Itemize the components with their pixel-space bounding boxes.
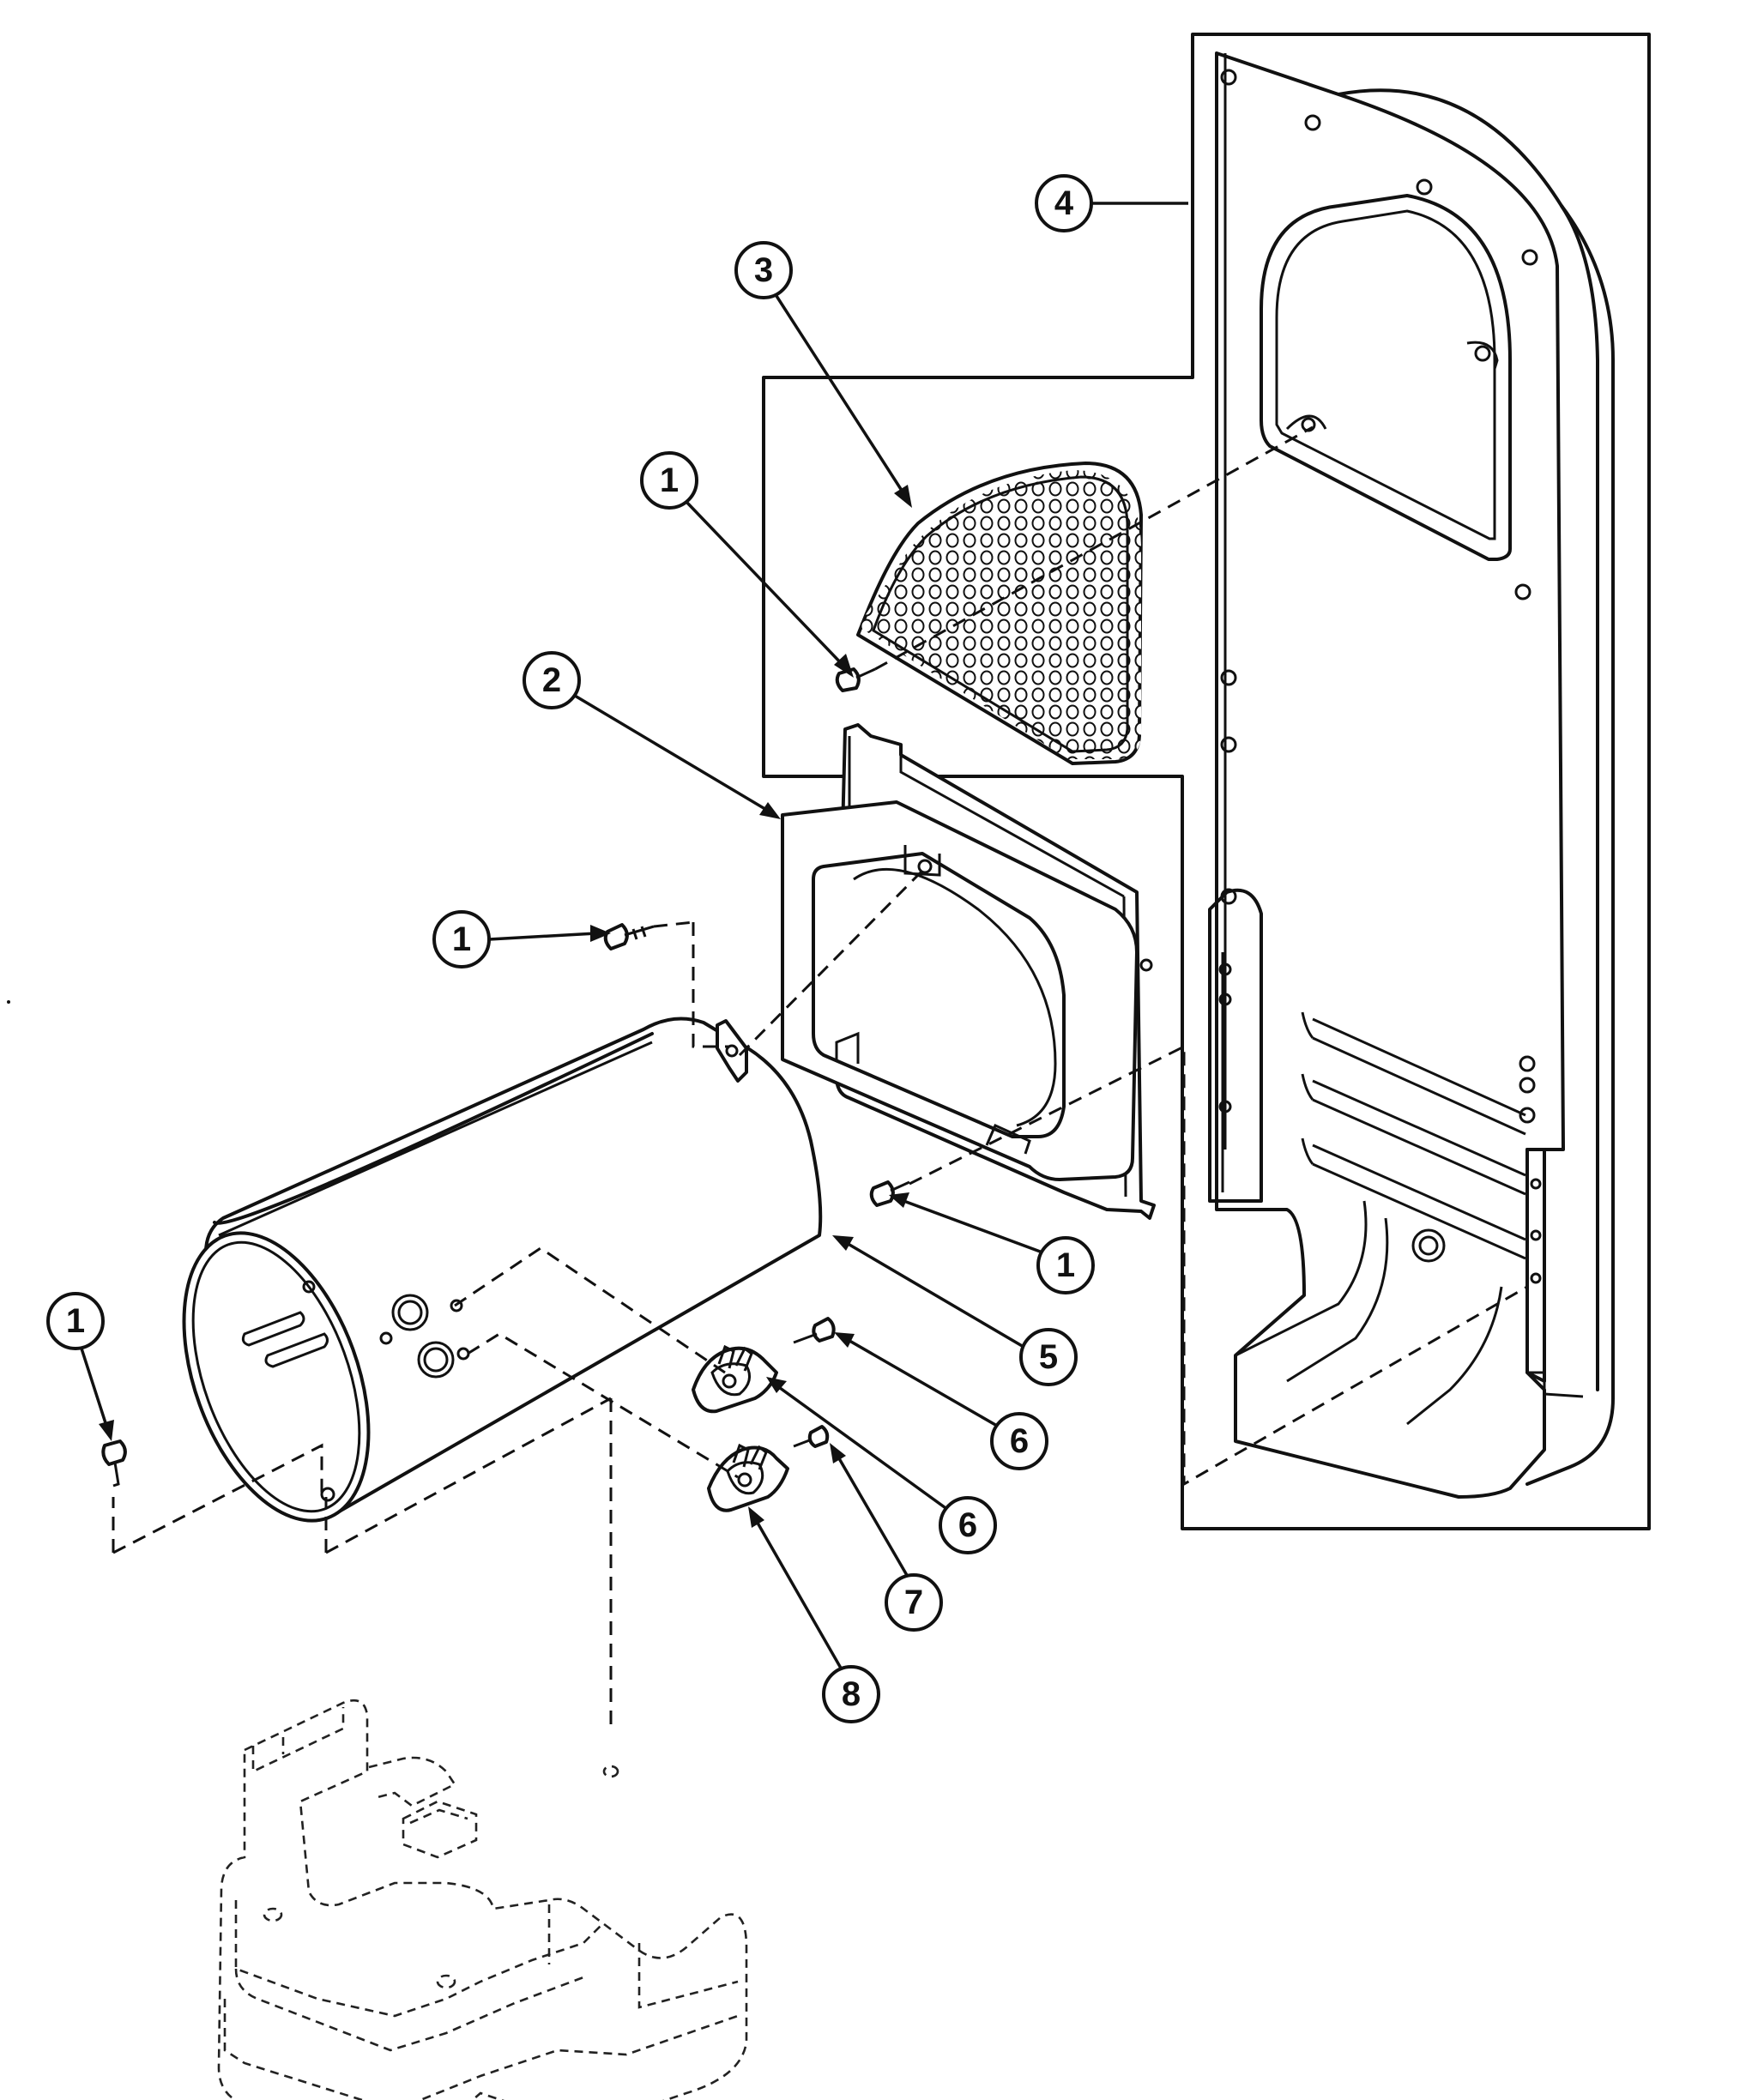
callout-label: 8 — [842, 1675, 861, 1713]
duct-adapter-part — [781, 723, 1156, 1220]
callout-1d: 1 — [46, 1292, 114, 1441]
callout-4: 4 — [1035, 174, 1188, 232]
callout-1c: 1 — [889, 1192, 1095, 1294]
callout-label: 6 — [1010, 1422, 1029, 1460]
callout-6a: 6 — [834, 1332, 1048, 1470]
screw-part — [101, 667, 910, 1488]
thermostat-lower-part — [707, 1443, 789, 1512]
callout-label: 7 — [904, 1584, 923, 1621]
callout-2: 2 — [523, 651, 781, 819]
callout-label: 6 — [958, 1506, 977, 1544]
callout-3: 3 — [734, 241, 912, 508]
callout-label: 4 — [1054, 184, 1074, 222]
thermostat-upper-part — [692, 1344, 778, 1414]
assembly-outline-box — [762, 33, 1651, 1530]
callout-label: 1 — [66, 1302, 85, 1340]
callout-6b: 7 — [830, 1443, 943, 1632]
stray-dot — [7, 1000, 10, 1004]
callout-1a: 1 — [640, 451, 854, 678]
callout-7: 6 — [766, 1377, 997, 1554]
assembly-dash-lines — [112, 425, 1528, 1729]
lint-screen-part — [856, 462, 1143, 765]
callout-8: 8 — [748, 1506, 880, 1723]
phantom-base-part — [217, 1699, 748, 2100]
callout-1b: 1 — [432, 910, 611, 969]
callout-label: 1 — [1056, 1246, 1075, 1284]
callout-label: 2 — [542, 661, 561, 699]
rear-panel-part — [1208, 51, 1615, 1499]
callout-label: 1 — [452, 920, 471, 958]
callout-label: 5 — [1039, 1338, 1058, 1376]
callout-5: 5 — [832, 1235, 1078, 1386]
callout-label: 3 — [754, 251, 773, 289]
callout-label: 1 — [660, 462, 679, 499]
